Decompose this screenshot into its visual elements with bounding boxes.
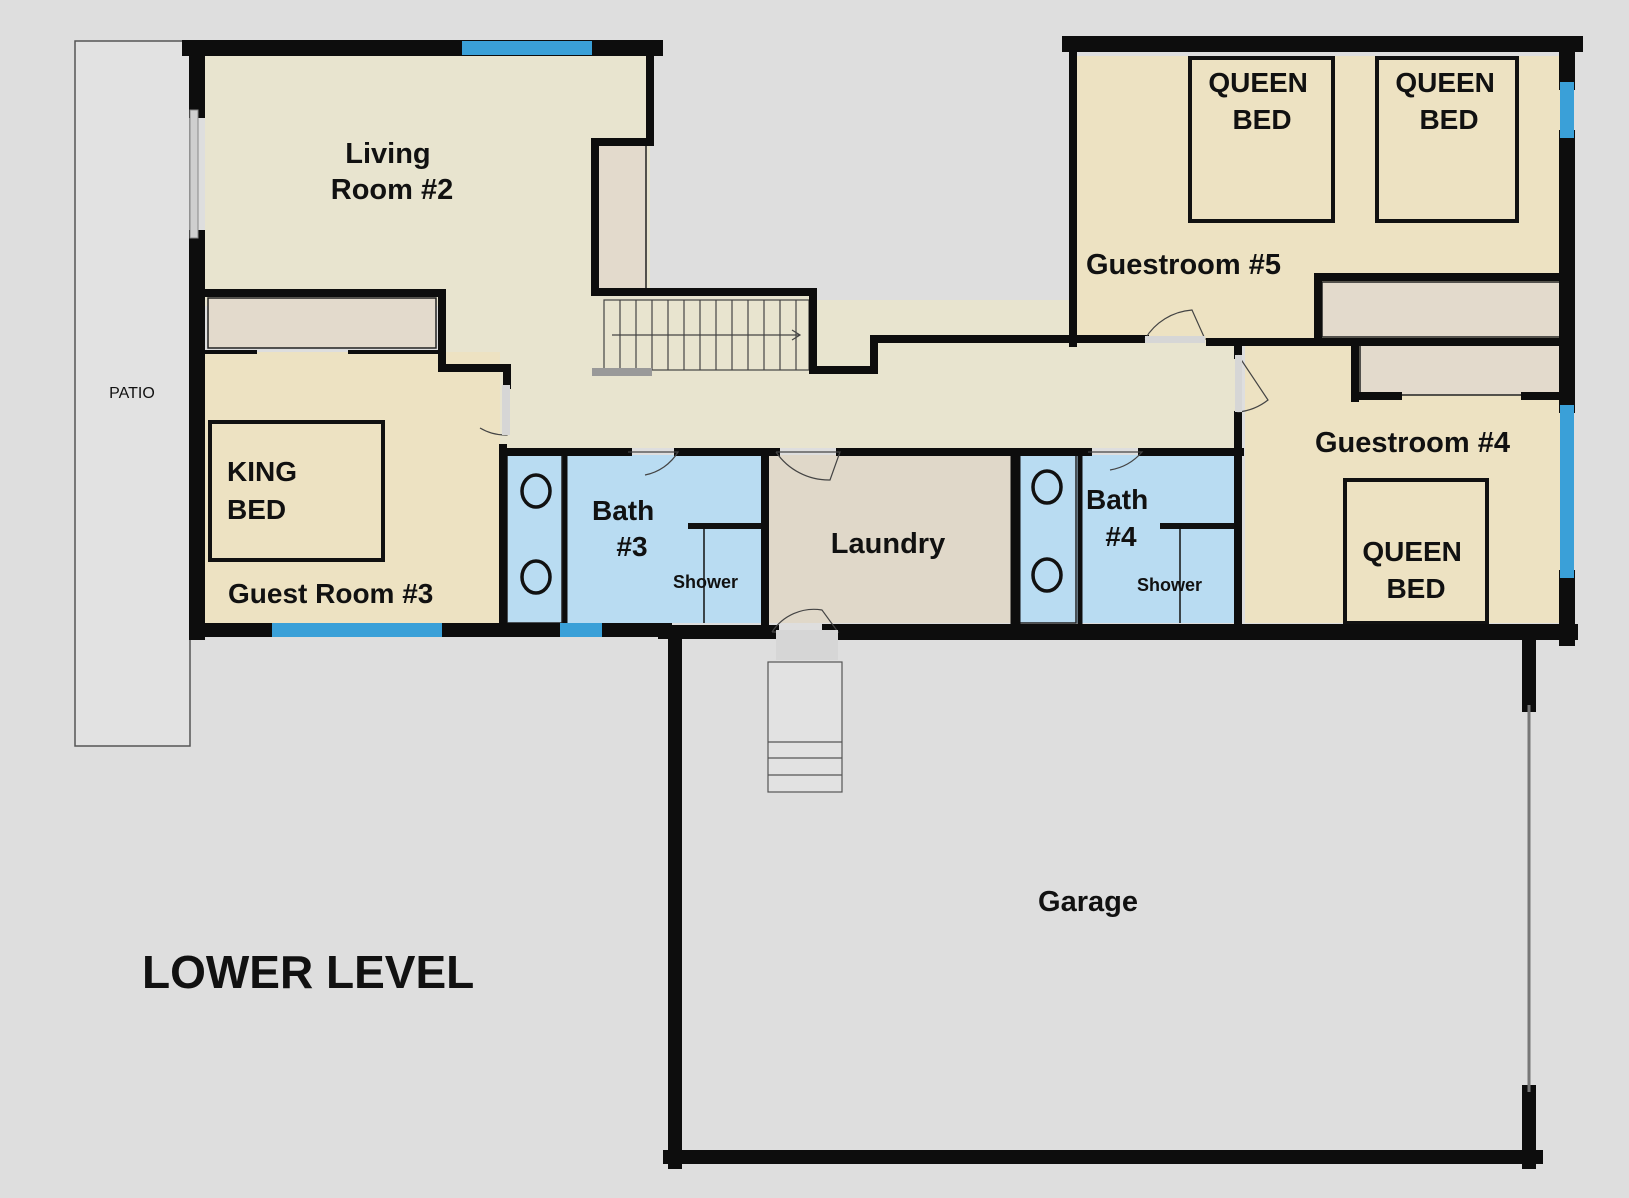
window (560, 623, 602, 637)
doors (479, 309, 1269, 633)
stair-rail (592, 368, 652, 376)
bath-4-vanity (1017, 454, 1077, 624)
living-room-label: Living Room #2 (331, 138, 453, 206)
plan-title: LOWER LEVEL (142, 946, 474, 998)
patio (74, 40, 191, 747)
laundry-floor (768, 455, 1013, 623)
bath-4-label: Bath #4 (1086, 484, 1156, 552)
guestroom-5-label: Guestroom #5 (1086, 249, 1281, 281)
queen-bed-c (1343, 478, 1489, 625)
sink-icon (1031, 469, 1063, 505)
sliding-door (189, 109, 199, 239)
queen-bed-c-label: QUEEN BED (1362, 536, 1469, 604)
exterior-steps (767, 661, 843, 793)
guest-room-3-closet (207, 297, 437, 349)
patio-label: PATIO (109, 385, 155, 402)
queen-bed-b-label: QUEEN BED (1395, 67, 1502, 135)
shower-3-label: Shower (673, 572, 738, 592)
bath-3-vanity (506, 454, 563, 624)
sink-icon (520, 559, 552, 595)
laundry-label: Laundry (831, 528, 945, 560)
living-room-closet (597, 144, 647, 291)
window (1560, 405, 1574, 578)
beds (208, 56, 1519, 625)
interior-stairs (603, 299, 810, 371)
window (272, 623, 442, 637)
queen-bed-a-label: QUEEN BED (1208, 67, 1315, 135)
garage-label: Garage (1038, 886, 1138, 918)
guest-room-3-label: Guest Room #3 (228, 578, 433, 609)
king-bed (208, 420, 385, 562)
queen-bed-a (1188, 56, 1335, 223)
guestroom-5-closet (1321, 281, 1561, 338)
window (462, 41, 592, 55)
windows (272, 41, 1574, 637)
guestroom-4-label: Guestroom #4 (1315, 427, 1510, 459)
king-bed-label: KING BED (227, 456, 305, 525)
living-room-floor (205, 56, 650, 306)
walls (182, 36, 1583, 1169)
window (1560, 82, 1574, 138)
sinks (520, 469, 1063, 595)
sink-icon (520, 473, 552, 509)
queen-bed-b (1375, 56, 1519, 223)
bath-3-label: Bath #3 (592, 495, 662, 562)
shower-4-label: Shower (1137, 575, 1202, 595)
closets (207, 144, 1561, 624)
door-thresholds (502, 336, 1242, 660)
sink-icon (1031, 557, 1063, 593)
guestroom-4-closet (1359, 344, 1561, 396)
showers (688, 523, 1238, 623)
